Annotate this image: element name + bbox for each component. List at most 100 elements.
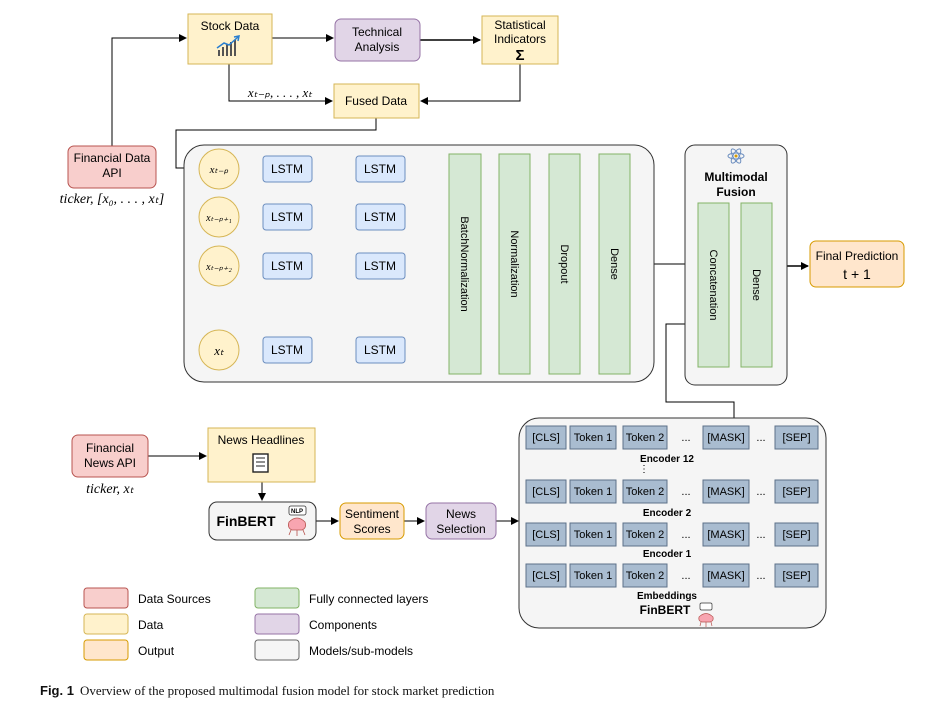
legend-label: Data Sources [138, 592, 211, 606]
token-box [569, 522, 617, 547]
lstm-cells: LSTM LSTM LSTM LSTM LSTM LSTM LSTM LSTM [262, 155, 406, 364]
token-label: ... [756, 432, 765, 444]
financial-data-api-label: Financial Data [74, 151, 151, 165]
token-label: [MASK] [707, 529, 744, 541]
final-prediction-box: Final Prediction t + 1 [809, 240, 905, 288]
lstm-cell: LSTM [364, 162, 396, 176]
token-box [525, 425, 567, 450]
token-label: [SEP] [782, 570, 810, 582]
caption-text: Overview of the proposed multimodal fusi… [79, 683, 495, 698]
financial-data-api-box: Financial Data API [67, 145, 157, 189]
lstm-cell: LSTM [364, 259, 396, 273]
token-label: Token 2 [626, 570, 665, 582]
stock-data-box: Stock Data [187, 13, 273, 65]
sentiment-scores-box: Sentiment Scores [339, 502, 405, 540]
lstm-cell: LSTM [271, 162, 303, 176]
fusion-dense-layer-label: Dense [750, 269, 762, 301]
technical-analysis-label: Technical [352, 25, 402, 39]
financial-news-api-box: Financial News API [71, 434, 149, 478]
news-headlines-label: News Headlines [218, 433, 305, 447]
dense-layer-label: Dense [608, 248, 620, 280]
token-label: Token 2 [626, 529, 665, 541]
token-rows: [CLS] Token 1 Token 2... [MASK]... [SEP] Enco… [525, 425, 819, 602]
token-label: [SEP] [782, 486, 810, 498]
token-label: [MASK] [707, 486, 744, 498]
token-box [622, 425, 668, 450]
finbert-label: FinBERT [216, 513, 276, 529]
statistical-indicators-label: Statistical [494, 18, 545, 32]
news-selection-label: News [446, 507, 476, 521]
token-label: ... [756, 570, 765, 582]
multimodal-fusion-block: Multimodal Fusion Concatenation Dense [684, 144, 788, 386]
input-x-t-p: xₜ₋ₚ [209, 164, 229, 176]
legend-swatch [254, 587, 300, 609]
technical-analysis-box: Technical Analysis [334, 18, 421, 62]
sentiment-scores-label: Sentiment [345, 507, 400, 521]
encoder-row-label: Encoder 2 [643, 508, 692, 519]
statistical-indicators-label-2: Indicators [494, 32, 546, 46]
chart-icon [216, 35, 240, 56]
input-x-t-p-1: xₜ₋ₚ₊₁ [205, 213, 232, 224]
brain-icon: NLP [288, 505, 307, 536]
lstm-inputs: xₜ₋ₚ xₜ₋ₚ₊₁ xₜ₋ₚ₊₂ xₜ [198, 148, 240, 371]
sequence-label: xₜ₋ₚ, . . . , xₜ [247, 85, 313, 100]
token-box [525, 563, 567, 588]
token-box [702, 522, 750, 547]
dropout-layer-label: Dropout [558, 244, 570, 283]
token-box [525, 522, 567, 547]
fusion-title-2: Fusion [716, 185, 755, 199]
token-label: Token 1 [574, 570, 613, 582]
token-box [525, 479, 567, 504]
finbert-detail-footer: FinBERT [640, 603, 691, 617]
token-label: [CLS] [532, 432, 560, 444]
token-label: [MASK] [707, 432, 744, 444]
token-box [774, 479, 819, 504]
legend-label: Models/sub-models [309, 644, 413, 658]
normalization-layer-label: Normalization [508, 230, 520, 297]
financial-data-api-subtitle: ticker, [x₀, . . . , xₜ] [60, 192, 165, 207]
token-box [569, 479, 617, 504]
stock-data-label: Stock Data [201, 19, 260, 33]
input-x-t-p-2: xₜ₋ₚ₊₂ [205, 262, 232, 273]
lstm-cell: LSTM [271, 259, 303, 273]
token-box [569, 563, 617, 588]
token-box [622, 563, 668, 588]
token-label: ... [681, 570, 690, 582]
lstm-cell: LSTM [271, 343, 303, 357]
legend-label: Output [138, 644, 175, 658]
newspaper-icon [252, 453, 269, 473]
concatenation-layer-label: Concatenation [707, 250, 719, 321]
lstm-model-block [183, 144, 655, 383]
token-box [569, 425, 617, 450]
brain-icon [698, 602, 714, 627]
token-box [774, 563, 819, 588]
technical-analysis-label-2: Analysis [355, 40, 400, 54]
vertical-ellipsis: ⋮ [639, 464, 649, 475]
lstm-cell: LSTM [364, 343, 396, 357]
token-box [702, 479, 750, 504]
fusion-title: Multimodal [704, 170, 767, 184]
financial-news-api-subtitle: ticker, xₜ [86, 482, 135, 497]
nlp-badge: NLP [291, 509, 303, 515]
news-selection-box: News Selection [425, 502, 497, 540]
sentiment-scores-label-2: Scores [353, 522, 390, 536]
legend-label: Data [138, 618, 164, 632]
financial-data-api-label-2: API [102, 166, 121, 180]
token-label: ... [681, 432, 690, 444]
token-box [702, 425, 750, 450]
token-label: ... [681, 529, 690, 541]
token-label: Token 1 [574, 486, 613, 498]
sigma-icon: Σ [515, 47, 524, 64]
batchnorm-layer-label: BatchNormalization [458, 216, 470, 311]
final-prediction-label: Final Prediction [816, 249, 899, 263]
statistical-indicators-box: Statistical Indicators Σ [481, 15, 559, 65]
encoder-row-label: Encoder 1 [643, 549, 692, 560]
token-box [622, 522, 668, 547]
news-selection-label-2: Selection [436, 522, 485, 536]
token-label: ... [756, 486, 765, 498]
token-label: [SEP] [782, 432, 810, 444]
token-label: [CLS] [532, 486, 560, 498]
